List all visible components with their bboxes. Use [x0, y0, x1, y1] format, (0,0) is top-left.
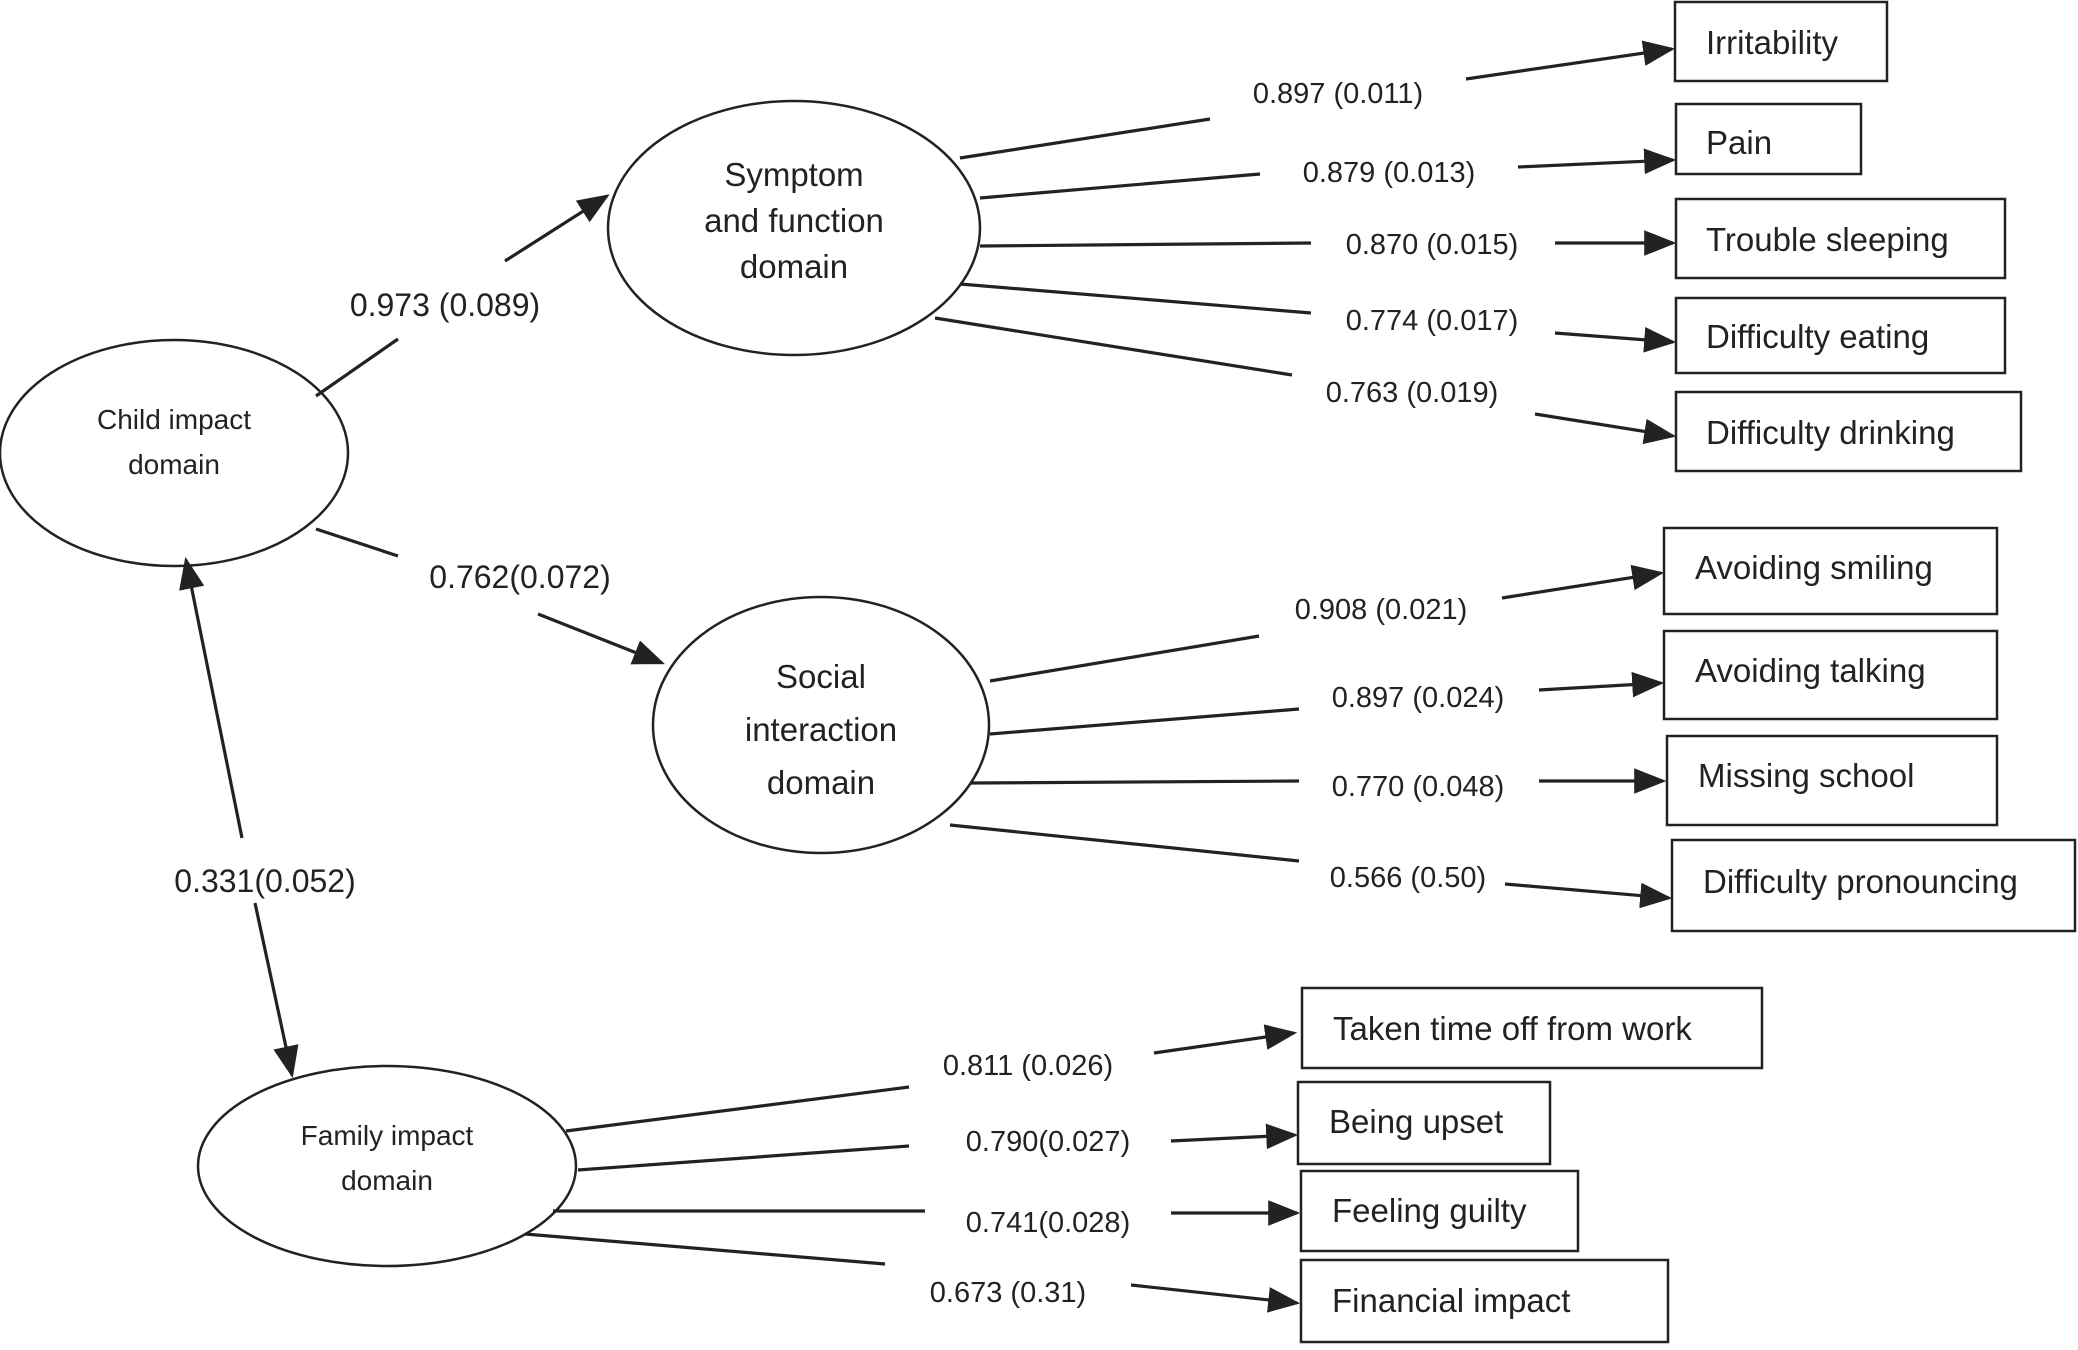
latent-symptom-label-line2: and function	[704, 202, 884, 239]
family-loading-2: 0.790(0.027)	[966, 1126, 1130, 1158]
family-loading-1: 0.811 (0.026)	[943, 1050, 1113, 1082]
social-loading-4: 0.566 (0.50)	[1330, 862, 1486, 894]
symptom-item-2: Pain	[1706, 124, 1772, 161]
symptom-item-1: Irritability	[1706, 24, 1839, 61]
symptom-loading-4: 0.774 (0.017)	[1346, 305, 1519, 337]
latent-social-interaction: Social interaction domain	[651, 595, 991, 855]
path-child-family-correlation: 0.331(0.052)	[174, 556, 356, 1079]
latent-social-label-line2: interaction	[745, 711, 897, 748]
family-item-1: Taken time off from work	[1333, 1010, 1692, 1047]
symptom-indicator-1: 0.897 (0.011) Irritability	[959, 0, 1889, 160]
social-indicator-3: 0.770 (0.048) Missing school	[969, 734, 1999, 827]
latent-family-label-line1: Family impact	[301, 1120, 474, 1151]
path-child-to-social: 0.762(0.072)	[315, 527, 665, 665]
social-item-3: Missing school	[1698, 757, 1914, 794]
latent-symptom-function: Symptom and function domain	[606, 99, 982, 357]
latent-child-label-line1: Child impact	[97, 404, 251, 435]
latent-social-label-line3: domain	[767, 764, 875, 801]
family-indicator-2: 0.790(0.027) Being upset	[577, 1080, 1552, 1172]
latent-symptom-label-line3: domain	[740, 248, 848, 285]
latent-family-impact: Family impact domain	[196, 1064, 578, 1268]
family-item-3: Feeling guilty	[1332, 1192, 1527, 1229]
family-loading-3: 0.741(0.028)	[966, 1207, 1130, 1239]
symptom-loading-3: 0.870 (0.015)	[1346, 229, 1519, 261]
path-coef-child-family: 0.331(0.052)	[174, 863, 355, 899]
social-loading-2: 0.897 (0.024)	[1332, 682, 1505, 714]
symptom-loading-2: 0.879 (0.013)	[1303, 157, 1476, 189]
symptom-item-4: Difficulty eating	[1706, 318, 1929, 355]
family-item-2: Being upset	[1329, 1103, 1503, 1140]
family-item-4: Financial impact	[1332, 1282, 1570, 1319]
latent-child-label-line2: domain	[128, 449, 220, 480]
social-indicator-4: 0.566 (0.50) Difficulty pronouncing	[949, 823, 2077, 933]
social-indicator-1: 0.908 (0.021) Avoiding smiling	[989, 526, 1999, 683]
latent-child-impact: Child impact domain	[0, 338, 350, 568]
latent-symptom-label-line1: Symptom	[724, 156, 863, 193]
social-item-4: Difficulty pronouncing	[1703, 863, 2018, 900]
social-indicator-2: 0.897 (0.024) Avoiding talking	[989, 629, 1999, 736]
symptom-item-5: Difficulty drinking	[1706, 414, 1955, 451]
symptom-indicator-3: 0.870 (0.015) Trouble sleeping	[979, 197, 2007, 280]
path-coef-child-social: 0.762(0.072)	[429, 559, 610, 595]
symptom-indicator-4: 0.774 (0.017) Difficulty eating	[959, 282, 2007, 375]
path-child-to-symptom: 0.973 (0.089)	[315, 194, 610, 398]
symptom-item-3: Trouble sleeping	[1706, 221, 1949, 258]
social-item-2: Avoiding talking	[1695, 652, 1926, 689]
path-coef-child-symptom: 0.973 (0.089)	[350, 287, 540, 323]
family-indicator-3: 0.741(0.028) Feeling guilty	[553, 1169, 1580, 1253]
symptom-loading-5: 0.763 (0.019)	[1326, 377, 1499, 409]
social-loading-3: 0.770 (0.048)	[1332, 771, 1505, 803]
social-loading-1: 0.908 (0.021)	[1295, 594, 1468, 626]
latent-social-label-line1: Social	[776, 658, 866, 695]
latent-family-label-line2: domain	[341, 1165, 433, 1196]
family-indicator-4: 0.673 (0.31) Financial impact	[524, 1232, 1670, 1344]
symptom-indicator-2: 0.879 (0.013) Pain	[979, 102, 1863, 200]
family-loading-4: 0.673 (0.31)	[930, 1277, 1086, 1309]
family-indicator-1: 0.811 (0.026) Taken time off from work	[565, 986, 1764, 1133]
social-item-1: Avoiding smiling	[1695, 549, 1933, 586]
symptom-loading-1: 0.897 (0.011)	[1253, 78, 1423, 110]
symptom-indicator-5: 0.763 (0.019) Difficulty drinking	[934, 316, 2023, 473]
